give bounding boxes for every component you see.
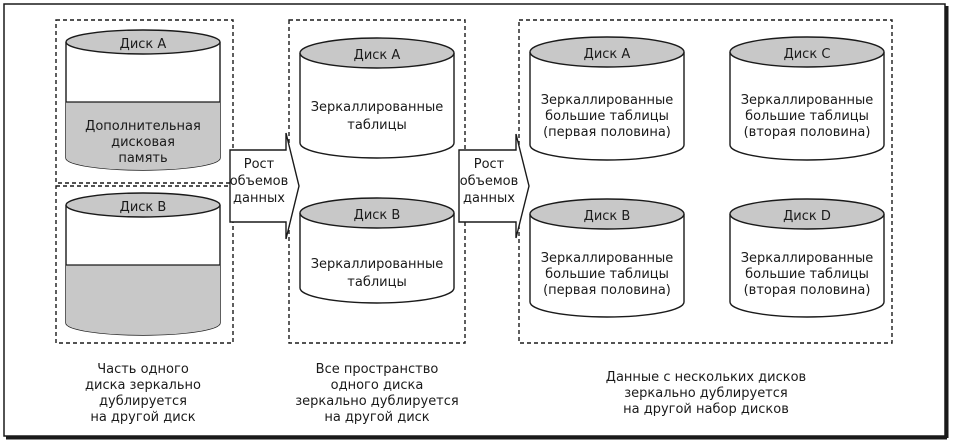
disk-2b-line-2: таблицы (347, 275, 406, 290)
disk-2a-label: Диск A (354, 48, 401, 63)
caption-3: Данные с нескольких дисков зеркально дуб… (606, 370, 806, 417)
disk-1a: Диск A Дополнительная дисковая память (65, 29, 221, 171)
disk-1b: Диск B (65, 192, 221, 336)
disk-1a-fill-line-3: память (118, 151, 167, 166)
disk-2a-line-2: таблицы (347, 118, 406, 133)
disk-3d-line-1: Зеркаллированные (741, 251, 874, 266)
disk-2b-line-1: Зеркаллированные (311, 257, 444, 272)
growth-arrow-2: Рост объемов данных (458, 133, 530, 239)
group1-bottom-box (55, 185, 234, 344)
disk-2b-label: Диск B (354, 208, 401, 223)
disk-3c-line-3: (вторая половина) (744, 125, 871, 140)
disk-3a-line-3: (первая половина) (543, 125, 671, 140)
disk-1a-label: Диск A (120, 37, 167, 52)
caption-1: Часть одного диска зеркально дублируется… (85, 362, 201, 425)
caption-2-line-1: Все пространство (316, 362, 439, 377)
group3-box (518, 19, 893, 344)
arrow-1-line-1: Рост (244, 157, 275, 172)
caption-3-line-3: на другой набор дисков (623, 402, 789, 417)
arrow-1-line-3: данных (233, 191, 285, 206)
disk-3c-line-1: Зеркаллированные (741, 93, 874, 108)
disk-3a-label: Диск A (584, 47, 631, 62)
disk-1b-label: Диск B (120, 200, 167, 215)
disk-3c-line-2: большие таблицы (745, 109, 869, 124)
disk-3b-label: Диск B (584, 209, 631, 224)
caption-2-line-3: зеркально дублируется (295, 394, 458, 409)
arrow-2-line-3: данных (463, 191, 515, 206)
arrow-2-line-2: объемов (460, 174, 519, 189)
caption-3-line-1: Данные с нескольких дисков (606, 370, 806, 385)
disk-3b-line-1: Зеркаллированные (541, 251, 674, 266)
caption-2-line-2: одного диска (331, 378, 424, 393)
caption-1-line-2: диска зеркально (85, 378, 201, 393)
caption-1-line-4: на другой диск (90, 410, 195, 425)
disk-3d-line-3: (вторая половина) (744, 283, 871, 298)
caption-2-line-4: на другой диск (324, 410, 429, 425)
disk-2a-line-1: Зеркаллированные (311, 100, 444, 115)
disk-3a-line-2: большие таблицы (545, 109, 669, 124)
disk-3d-label: Диск D (783, 209, 831, 224)
disk-3a-line-1: Зеркаллированные (541, 93, 674, 108)
arrow-1-line-2: объемов (230, 174, 289, 189)
disk-3b-line-3: (первая половина) (543, 283, 671, 298)
disk-3a: Диск A Зеркаллированные большие таблицы … (529, 36, 685, 161)
caption-1-line-3: дублируется (99, 394, 187, 409)
disk-1a-fill-line-1: Дополнительная (85, 119, 201, 134)
disk-2a: Диск A Зеркаллированные таблицы (299, 37, 455, 159)
disk-3d-line-2: большие таблицы (745, 267, 869, 282)
caption-2: Все пространство одного диска зеркально … (295, 362, 458, 425)
disk-3c: Диск C Зеркаллированные большие таблицы … (729, 36, 885, 161)
caption-3-line-2: зеркально дублируется (624, 386, 787, 401)
growth-arrow-1: Рост объемов данных (229, 132, 300, 240)
disk-3b: Диск B Зеркаллированные большие таблицы … (529, 198, 685, 318)
outer-frame (3, 3, 946, 437)
caption-1-line-1: Часть одного (97, 362, 189, 377)
disk-3c-label: Диск C (784, 47, 831, 62)
disk-1a-fill-line-2: дисковая (111, 135, 175, 150)
disk-3d: Диск D Зеркаллированные большие таблицы … (729, 198, 885, 318)
arrow-2-line-1: Рост (474, 157, 505, 172)
disk-3b-line-2: большие таблицы (545, 267, 669, 282)
disk-2b: Диск B Зеркаллированные таблицы (299, 197, 455, 304)
